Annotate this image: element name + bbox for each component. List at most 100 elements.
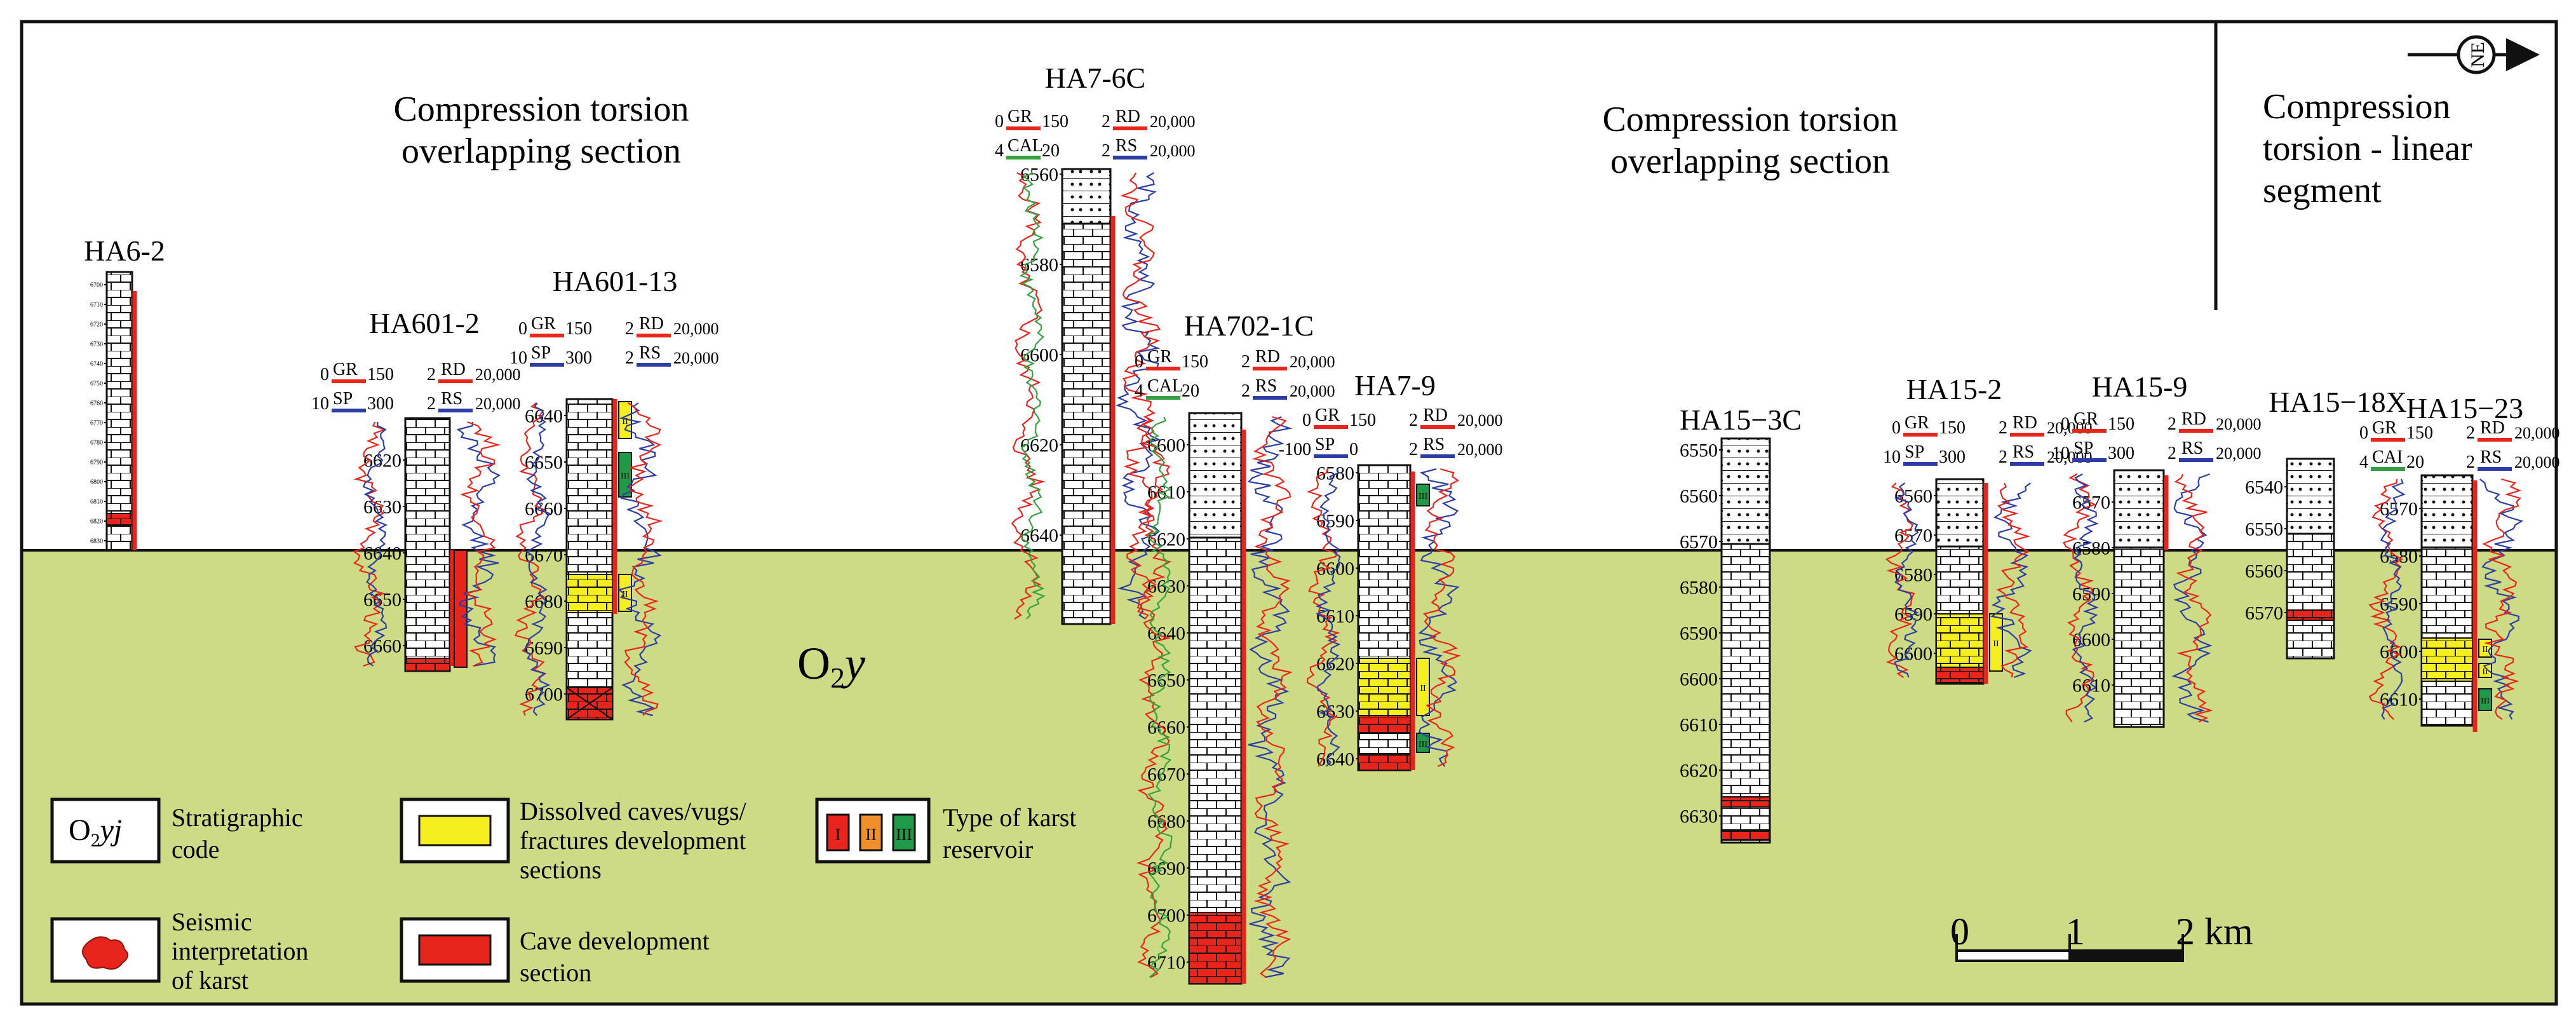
log-min: 4 [995,141,1004,161]
well-name: HA7-9 [1354,369,1436,402]
depth-label: 6560 [1680,486,1718,507]
log-name: CAI [2372,447,2403,467]
depth-label: 6570 [1680,532,1718,553]
well-cover-layer [2286,458,2335,535]
log-min: 0 [1302,411,1311,430]
reservoir-section [2421,637,2473,682]
rs-curve [1418,468,1460,767]
well-column [404,417,451,672]
depth-label: 6690 [1147,859,1185,879]
type-tag-label: II [622,590,628,599]
log-name-right: RD [1255,347,1280,367]
log-name: CAL [1147,376,1183,396]
log-max: 0 [1349,440,1358,459]
section-right-line2: torsion - linear [2263,129,2472,168]
log-max-right: 20,000 [1290,353,1335,371]
log-name: GR [2074,409,2098,429]
reservoir-section [405,658,450,672]
second-curve [1147,416,1173,978]
seismic-karst-icon [82,936,129,970]
log-min-right: 2 [2466,423,2475,443]
log-min: 0 [1892,418,1901,438]
log-max-right: 20,000 [1150,112,1196,131]
reservoir-section [1358,658,1411,719]
type-tag-label: III [1419,740,1427,749]
log-name-right: RS [2182,438,2203,458]
gr-curve [2062,473,2097,723]
reservoir-section [1936,667,1984,683]
log-max: 300 [2108,444,2134,463]
log-max: 300 [565,348,592,368]
rd-curve [624,402,663,716]
log-min-right: 2 [1102,141,1110,161]
rd-curve [1996,482,2031,678]
depth-label: 6640 [1020,526,1058,546]
depth-label: 6720 [90,322,103,329]
log-name: GR [1315,405,1340,425]
log-max-right: 20,000 [1457,440,1503,459]
gr-curve [353,421,387,667]
well-name: HA15−3C [1680,404,1802,436]
well-7: HA15−3C655065606570658065906600661066206… [1680,404,1802,844]
type-iii-swatch [892,813,916,852]
well-name: HA6-2 [84,234,165,267]
formation-label: O2y [797,638,865,694]
legend-strat-symbol: O2yj [69,813,122,851]
section-left-line2: overlapping section [401,132,681,171]
well-cover-layer [2113,469,2165,549]
gr-curve [1136,416,1172,978]
log-name-right: RS [1255,376,1277,396]
log-min-right: 2 [1102,112,1110,132]
log-name: SP [333,389,353,409]
rs-curve [1990,482,2032,679]
depth-label: 6630 [1680,806,1718,827]
well-5: HA702-1C66006610662066306640665066606670… [1135,309,1335,985]
depth-label: 6750 [90,381,103,388]
rd-curve [1120,172,1161,620]
reservoir-section [566,574,613,613]
log-min-right: 2 [2466,452,2475,472]
log-name: GR [1008,107,1032,126]
reservoir-section [2286,609,2335,621]
scale-tick-2: 2 km [2176,911,2253,953]
log-name-right: RD [2182,409,2206,429]
log-min-right: 2 [1999,418,2007,438]
log-max-right: 20,000 [2514,424,2560,442]
log-max-right: 20,000 [1150,142,1196,160]
type-tag-label: II [1993,639,1999,649]
well-column [565,398,614,721]
depth-label: 6770 [90,420,103,427]
log-name: SP [1905,442,1924,462]
depth-label: 6590 [1316,511,1354,532]
log-min-right: 2 [2168,414,2176,434]
well-name: HA7-6C [1045,62,1145,94]
log-max-right: 20,000 [2216,415,2262,433]
reservoir-section [1721,796,1770,808]
depth-label: 6790 [90,459,103,466]
type-ii-swatch [859,813,883,852]
log-min: 0 [2061,414,2070,434]
reservoir-section [1189,912,1242,984]
log-max: 150 [2406,423,2433,443]
depth-label: 6820 [90,519,103,526]
legend-dissolved-text: Dissolved caves/vugs/fractures developme… [520,797,747,884]
well-name: HA601-2 [369,307,480,339]
log-min: 4 [1135,381,1143,401]
well-name: HA15-9 [2092,370,2188,403]
log-max-right: 20,000 [1457,411,1503,430]
depth-label: 6670 [1147,764,1185,785]
log-max: 150 [1042,112,1069,132]
log-max-right: 20,000 [2216,444,2262,463]
well-3: HA601-13IIIIIII6640665066606670668066906… [509,265,719,721]
log-name-right: RD [639,314,664,334]
log-min-right: 2 [625,348,634,368]
north-arrow-icon: NE [2408,35,2540,74]
depth-label: 6550 [2245,519,2283,540]
rd-curve [2482,478,2522,720]
log-max: 150 [1349,411,1376,430]
log-min: 10 [2052,444,2070,463]
